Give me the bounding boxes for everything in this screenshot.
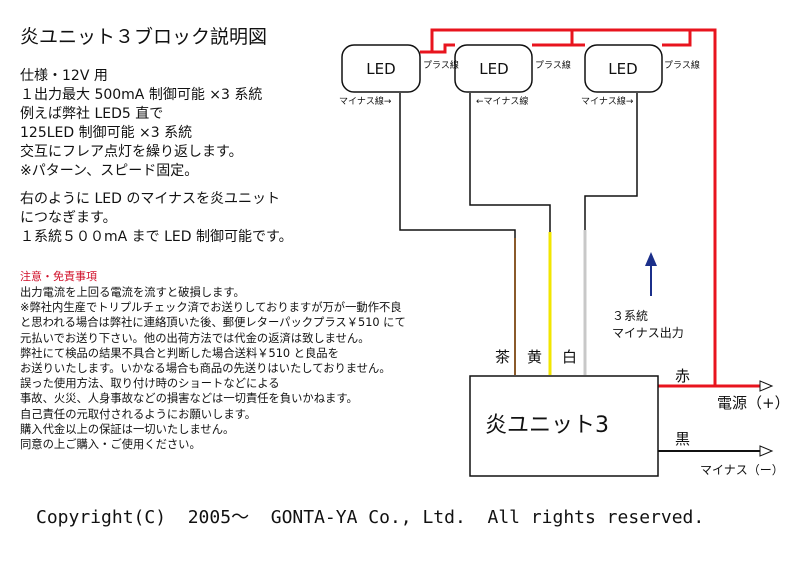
connect-line: 右のように LED のマイナスを炎ユニット: [20, 191, 281, 207]
minus-terminal-label: マイナス（ー）: [700, 463, 784, 477]
notice-line: お送りいたします。いかなる場合も商品の先送りはいたしておりません。: [20, 362, 391, 376]
power-terminal-icon: [759, 380, 774, 392]
plus-label-2: プラス線: [535, 59, 571, 71]
spec-text: 仕様・12V 用 １出力最大 500mA 制御可能 ×3 系統 例えば弊社 LE…: [20, 67, 330, 247]
led-box-3: [584, 44, 663, 93]
minus-label-2: ←マイナス線: [476, 95, 528, 107]
wire-label-yellow: 黄: [527, 348, 542, 366]
led-box-1: [341, 44, 421, 93]
plus-label-1: プラス線: [423, 59, 459, 71]
wire-label-white: 白: [562, 348, 577, 366]
notice-line: 元払いでお送り下さい。他の出荷方法では代金の返済は致しません。: [20, 331, 370, 345]
led-label-2: LED: [479, 60, 508, 78]
minus-label-3: マイナス線→: [581, 95, 634, 107]
spec-line: 交互にフレア点灯を繰り返します。: [20, 144, 243, 160]
up-arrow-icon: [645, 252, 657, 296]
minus-terminal-icon: [759, 445, 774, 457]
notice-line: 誤った使用方法、取り付け時のショートなどによる: [20, 377, 280, 391]
led-box-2: [454, 44, 533, 93]
plus-label-3: プラス線: [664, 59, 700, 71]
notice-line: 出力電流を上回る電流を流すと破損します。: [20, 286, 245, 299]
power-label: 電源（+）: [717, 394, 790, 412]
led-label-1: LED: [366, 60, 395, 78]
black-wire-label: 黒: [675, 430, 690, 448]
spec-line: 仕様・12V 用: [20, 68, 108, 84]
connect-line: につなぎます。: [20, 210, 117, 226]
connect-line: １系統５００mA まで LED 制御可能です。: [20, 229, 293, 245]
notice-line: ※弊社内生産でトリプルチェック済でお送りしておりますが万が一動作不良: [20, 301, 402, 315]
page-title: 炎ユニット３ブロック説明図: [20, 26, 268, 48]
notice-text: 出力電流を上回る電流を流すと破損します。 ※弊社内生産でトリプルチェック済でお送…: [20, 285, 406, 452]
minus-label-1: マイナス線→: [339, 95, 392, 107]
spec-line: ※パターン、スピード固定。: [20, 163, 199, 179]
notice-line: 購入代金以上の保証は一切いたしません。: [20, 422, 235, 436]
minus-output-label-1: ３系統: [612, 309, 648, 323]
minus-output-label-2: マイナス出力: [612, 326, 684, 340]
notice-line: 事故、火災、人身事故などの損害などは一切責任を負いかねます。: [20, 392, 358, 406]
plus-wire-red: [420, 28, 760, 388]
wire-label-brown: 茶: [495, 348, 510, 366]
flame-unit-box: [469, 375, 659, 477]
spec-line: 例えば弊社 LED5 直で: [20, 106, 164, 122]
spec-line: 125LED 制御可能 ×3 系統: [20, 125, 193, 141]
notice-line: 同意の上ご購入・ご使用ください。: [20, 438, 201, 452]
copyright: Copyright(C) 2005～ GONTA-YA Co., Ltd. Al…: [36, 507, 705, 528]
notice-heading: 注意・免責事項: [20, 270, 97, 283]
led-label-3: LED: [608, 60, 637, 78]
spec-line: １出力最大 500mA 制御可能 ×3 系統: [20, 87, 263, 103]
notice-line: 自己責任の元取付されるようにお願いします。: [20, 407, 257, 421]
notice-line: と思われる場合は弊社に連絡頂いた後、郵便レターパックプラス￥510 にて: [20, 316, 406, 330]
minus-wires: [399, 93, 638, 375]
red-wire-label: 赤: [675, 367, 690, 385]
notice-line: 弊社にて検品の結果不具合と判断した場合送料￥510 と良品を: [20, 346, 339, 360]
flame-unit-label: 炎ユニット3: [485, 413, 609, 438]
